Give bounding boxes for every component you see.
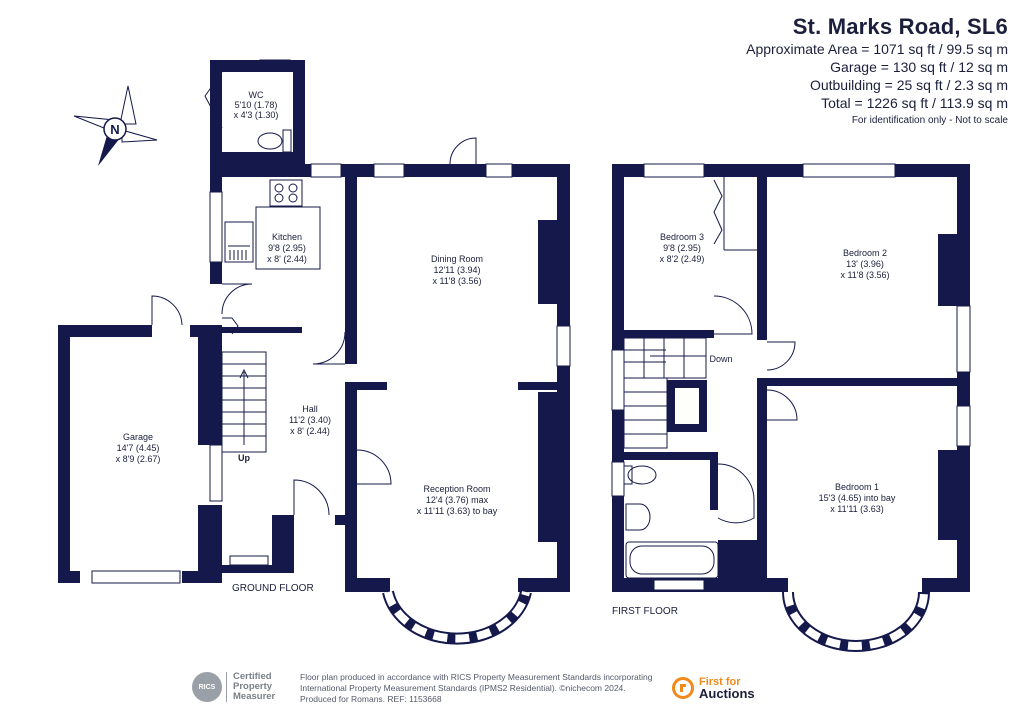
garage-dim1: 14'7 (4.45) bbox=[117, 443, 160, 453]
first-floor-label: FIRST FLOOR bbox=[612, 606, 678, 617]
hall-dim1: 11'2 (3.40) bbox=[289, 415, 331, 425]
bedroom3-dim2: x 8'2 (2.49) bbox=[660, 254, 705, 264]
reception-dim2: x 11'11 (3.63) to bay bbox=[417, 506, 498, 516]
certified-measurer-badge: Certified Property Measurer bbox=[226, 672, 275, 702]
kitchen-dim1: 9'8 (2.95) bbox=[268, 243, 306, 253]
label-bedroom-2: Bedroom 2 13' (3.96) x 11'8 (3.56) bbox=[840, 248, 889, 280]
area-outbuilding: Outbuilding = 25 sq ft / 2.3 sq m bbox=[809, 77, 1008, 93]
wc-name: WC bbox=[249, 90, 264, 100]
label-dining-room: Dining Room 12'11 (3.94) x 11'8 (3.56) bbox=[431, 254, 483, 286]
bedroom1-dim2: x 11'11 (3.63) bbox=[830, 504, 883, 514]
certified-line-3: Measurer bbox=[233, 691, 276, 702]
bedroom1-bay-window bbox=[782, 591, 930, 652]
brand-line-1: First for bbox=[699, 676, 741, 688]
bedroom1-dim1: 15'3 (4.65) into bay bbox=[819, 493, 896, 503]
kitchen-name: Kitchen bbox=[272, 232, 302, 242]
label-reception-room: Reception Room 12'4 (3.76) max x 11'11 (… bbox=[417, 484, 498, 516]
reception-name: Reception Room bbox=[423, 484, 490, 494]
bedroom3-dim1: 9'8 (2.95) bbox=[663, 243, 701, 253]
bedroom3-name: Bedroom 3 bbox=[660, 232, 704, 242]
label-garage: Garage 14'7 (4.45) x 8'9 (2.67) bbox=[116, 432, 161, 464]
area-approximate: Approximate Area = 1071 sq ft / 99.5 sq … bbox=[746, 41, 1008, 57]
ground-floor-doors bbox=[151, 71, 477, 516]
label-bedroom-1: Bedroom 1 15'3 (4.65) into bay x 11'11 (… bbox=[819, 482, 896, 514]
hall-name: Hall bbox=[302, 404, 318, 414]
compass-label: N bbox=[110, 122, 119, 137]
plan-header: St. Marks Road, SL6 Approximate Area = 1… bbox=[746, 14, 1008, 126]
wc-dim2: x 4'3 (1.30) bbox=[234, 110, 279, 120]
property-title: St. Marks Road, SL6 bbox=[792, 14, 1008, 39]
dining-name: Dining Room bbox=[431, 254, 483, 264]
reception-dim1: 12'4 (3.76) max bbox=[426, 495, 489, 505]
label-wc: WC 5'10 (1.78) x 4'3 (1.30) bbox=[234, 90, 279, 120]
dining-dim1: 12'11 (3.94) bbox=[433, 265, 480, 275]
brand-icon bbox=[672, 677, 694, 699]
stairs-up-label: Up bbox=[238, 453, 250, 463]
rics-logo: RICS bbox=[192, 672, 222, 702]
footer-line-2: International Property Measurement Stand… bbox=[300, 683, 626, 693]
compass-icon: N bbox=[73, 85, 158, 166]
certified-line-1: Certified bbox=[233, 671, 272, 682]
bedroom2-name: Bedroom 2 bbox=[843, 248, 887, 258]
stairs-down-label: Down bbox=[709, 354, 732, 364]
ground-floor-label: GROUND FLOOR bbox=[232, 583, 314, 594]
first-floor-windows bbox=[611, 163, 971, 591]
footer-line-1: Floor plan produced in accordance with R… bbox=[300, 672, 653, 682]
kitchen-dim2: x 8' (2.44) bbox=[267, 254, 307, 264]
bedroom2-dim1: 13' (3.96) bbox=[846, 259, 884, 269]
identification-note: For identification only - Not to scale bbox=[851, 115, 1008, 126]
footer-disclaimer: Floor plan produced in accordance with R… bbox=[300, 672, 680, 705]
area-garage: Garage = 130 sq ft / 12 sq m bbox=[830, 59, 1008, 75]
rics-certification: RICS Certified Property Measurer bbox=[192, 672, 275, 702]
bedroom1-name: Bedroom 1 bbox=[835, 482, 879, 492]
brand-line-2: Auctions bbox=[699, 686, 755, 701]
wc-dim1: 5'10 (1.78) bbox=[235, 100, 278, 110]
footer-line-3: Produced for Romans. REF: 1153668 bbox=[300, 694, 442, 704]
certified-line-2: Property bbox=[233, 681, 273, 692]
first-floor-fittings bbox=[623, 176, 798, 579]
hall-dim2: x 8' (2.44) bbox=[290, 426, 330, 436]
area-total: Total = 1226 sq ft / 113.9 sq m bbox=[821, 95, 1008, 111]
label-bedroom-3: Bedroom 3 9'8 (2.95) x 8'2 (2.49) bbox=[660, 232, 705, 264]
garage-name: Garage bbox=[123, 432, 153, 442]
garage-dim2: x 8'9 (2.67) bbox=[116, 454, 161, 464]
reception-bay-window bbox=[382, 590, 532, 645]
label-kitchen: Kitchen 9'8 (2.95) x 8' (2.44) bbox=[267, 232, 307, 264]
bedroom2-dim2: x 11'8 (3.56) bbox=[840, 270, 889, 280]
ground-floor-windows bbox=[91, 59, 571, 584]
dining-dim2: x 11'8 (3.56) bbox=[432, 276, 481, 286]
ground-floor-walls bbox=[58, 60, 570, 592]
label-hall: Hall 11'2 (3.40) x 8' (2.44) bbox=[289, 404, 331, 436]
brand-logo: First for Auctions bbox=[672, 676, 755, 700]
